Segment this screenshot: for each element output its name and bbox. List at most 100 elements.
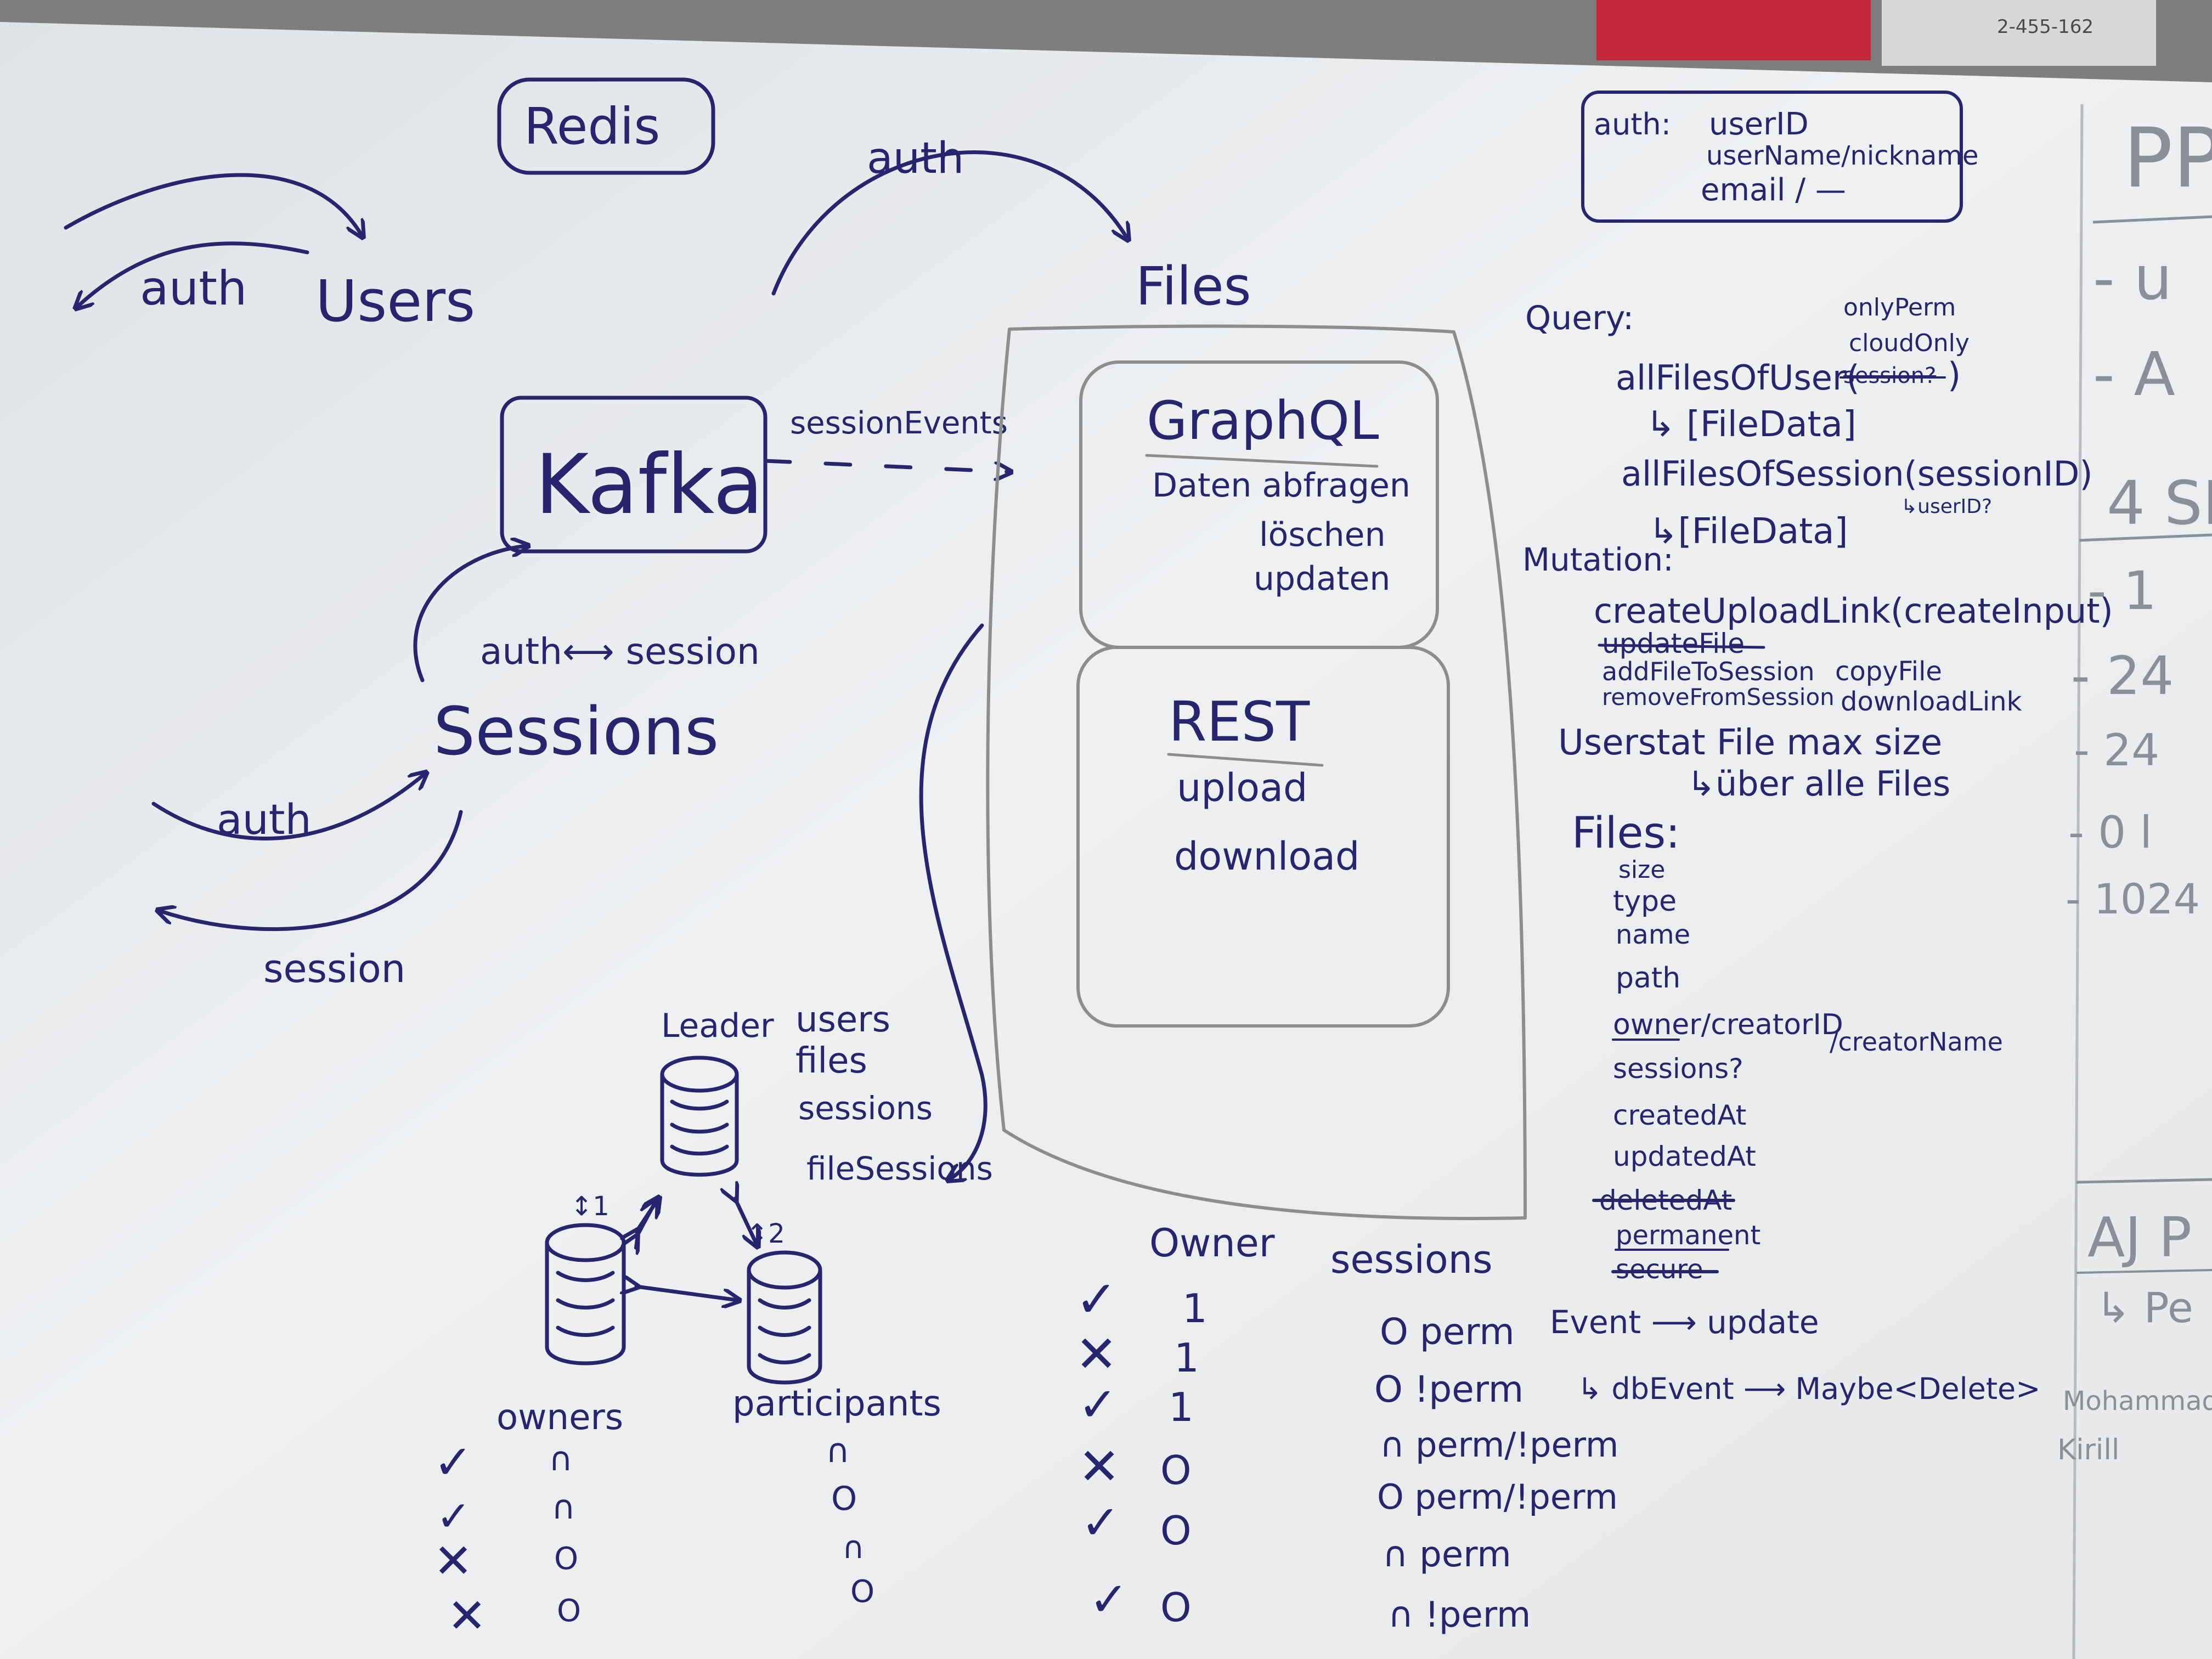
graphql-item-3: updaten [1254,560,1390,598]
perm-row-5-sessions: ∩ perm [1383,1534,1511,1575]
db-row-3-owners: O [554,1541,578,1577]
graphql-underline [1145,454,1379,468]
perm-row-4-owner: O [1160,1447,1192,1493]
perm-row-3-check: ✓ [1078,1378,1118,1432]
edge-name-1: Mohammad [2063,1386,2212,1417]
edge-line-4: 4 SL [2107,468,2212,538]
file-field-sessions: sessions? [1613,1053,1743,1085]
perm-row-3-sessions: ∩ perm/!perm [1380,1425,1618,1465]
db-event: ↳ dbEvent ⟶ Maybe<Delete> [1577,1372,2040,1406]
perm-row-6-check: ✓ [1089,1572,1128,1627]
edge-line-3: - A [2093,339,2175,409]
db-table-users: users [795,1000,890,1040]
file-field-type: type [1613,885,1677,918]
auth-session-label: auth⟷ session [480,630,760,673]
users-label: Users [315,268,475,335]
file-field-permanent: permanent [1616,1220,1760,1251]
red-box [1596,0,1871,60]
edge-rule-3 [2076,1178,2212,1184]
db-row-1-participants: ∩ [826,1432,850,1470]
db-row-2-participants: O [831,1480,857,1518]
file-field-secure: secure [1616,1254,1703,1285]
sessions-label: Sessions [433,694,719,770]
edge-line-1: PP [2123,111,2212,206]
users-return-arrow [77,241,309,307]
replica-mark-2: ↕2 [746,1218,785,1249]
db-table-file-sessions: fileSessions [806,1150,993,1187]
user-id-hint: ↳userID? [1901,495,1992,518]
auth-box [1581,91,1963,223]
perm-row-4-sessions: O perm/!perm [1377,1477,1618,1517]
edge-line-8: - 0 l [2068,807,2152,858]
sessions-to-kafka-arrow [413,546,527,682]
board-seam [2072,104,2084,1659]
db-to-files-arrow [919,623,988,1180]
session-label-1: session [263,946,405,991]
rest-box [1076,646,1450,1028]
files-service-outline [986,324,1527,1221]
auth-label-1: auth [140,261,247,316]
auth-box-line-3: email / — [1701,172,1846,208]
edge-ap-sub: ↳ Pe [2096,1283,2193,1332]
session-events-label: sessionEvents [790,405,1008,441]
return-file-data-1: ↳ [FileData] [1646,404,1857,445]
all-files-of-user-close: ) [1948,355,1961,395]
cloud-only-hint: cloudOnly [1849,329,1970,357]
add-file-to-session: addFileToSession [1602,657,1815,686]
mutation-label: Mutation: [1522,541,1674,578]
kafka-box [500,396,768,554]
user-max-size: Userstat File max size [1558,723,1942,763]
auth-label-2: auth [867,134,964,183]
replica-link-2 [636,1201,656,1237]
files-label: Files: [1572,809,1680,858]
edge-ap: AJ P [2087,1205,2192,1269]
session-events-arrow [763,459,1009,472]
kafka-label: Kafka [535,437,764,533]
auth-box-label: auth: [1594,107,1671,142]
graphql-title: GraphQL [1147,390,1379,452]
rest-title: REST [1169,690,1310,754]
db-row-3-check: ✕ [433,1534,473,1589]
redis-box [497,77,715,175]
perm-row-6-owner: O [1160,1584,1192,1630]
edge-rule-4 [2076,1269,2212,1274]
users-loop-arrow [64,173,362,236]
leader-db-icon [660,1056,739,1177]
owners-label: owners [496,1397,623,1438]
perm-row-5-owner: O [1160,1508,1192,1554]
file-field-path: path [1616,962,1680,995]
edge-line-9: - 1024 [2066,874,2200,923]
perm-row-6-sessions: ∩ !perm [1388,1595,1531,1635]
perm-row-2-owner: 1 [1174,1335,1199,1381]
db-row-4-owners: O [557,1593,581,1629]
perm-row-2-check: ✕ [1075,1325,1118,1384]
auth-box-line-2: userName/nickname [1706,140,1979,171]
edge-line-7: - 24 [2074,725,2159,776]
perm-row-2-sessions: O !perm [1374,1368,1523,1410]
all-files-of-session: allFilesOfSession(sessionID) [1621,454,2093,494]
db-table-sessions: sessions [798,1090,933,1127]
participants-label: participants [732,1384,941,1424]
perm-row-1-check: ✓ [1075,1270,1118,1329]
owners-participants-link [636,1286,738,1300]
graphql-item-2: löschen [1259,516,1386,554]
copy-file: copyFile [1835,656,1942,687]
db-row-1-owners: ∩ [549,1440,573,1479]
download-link: downloadLink [1841,686,2022,717]
rest-item-1: upload [1177,765,1307,810]
file-field-created-at: createdAt [1613,1099,1746,1131]
owners-db-icon [545,1223,626,1365]
db-row-4-participants: O [850,1574,874,1610]
db-row-2-check: ✓ [436,1492,471,1541]
replica-link-3 [735,1199,757,1245]
file-field-updated-at: updatedAt [1613,1141,1756,1172]
edge-line-6: - 24 [2071,645,2174,707]
redis-label: Redis [524,97,660,156]
perm-row-3-owner: 1 [1169,1384,1194,1430]
participants-db-icon [747,1250,822,1385]
box-label [1882,0,2156,66]
update-file-strike-line [1598,644,1765,649]
only-perm-hint: onlyPerm [1843,294,1956,321]
db-row-4-check: ✕ [447,1589,487,1644]
